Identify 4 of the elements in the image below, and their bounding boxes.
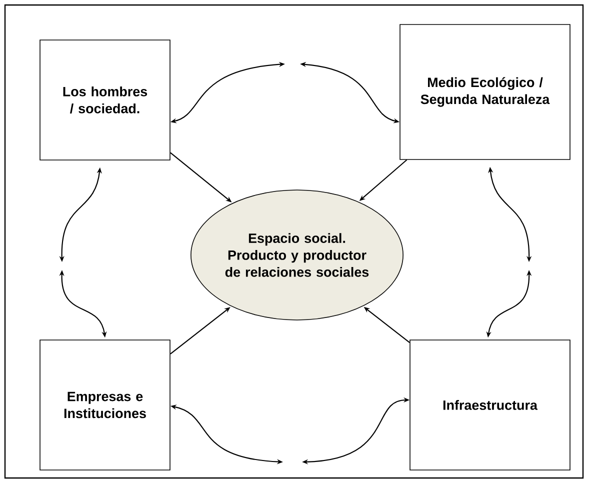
text-box: Empresas e Instituciones <box>40 340 170 470</box>
text-box: Infraestructura <box>410 340 570 470</box>
text-box: Los hombres / sociedad. <box>40 40 170 160</box>
text-box: Medio Ecológico / Segunda Naturaleza <box>400 24 570 160</box>
